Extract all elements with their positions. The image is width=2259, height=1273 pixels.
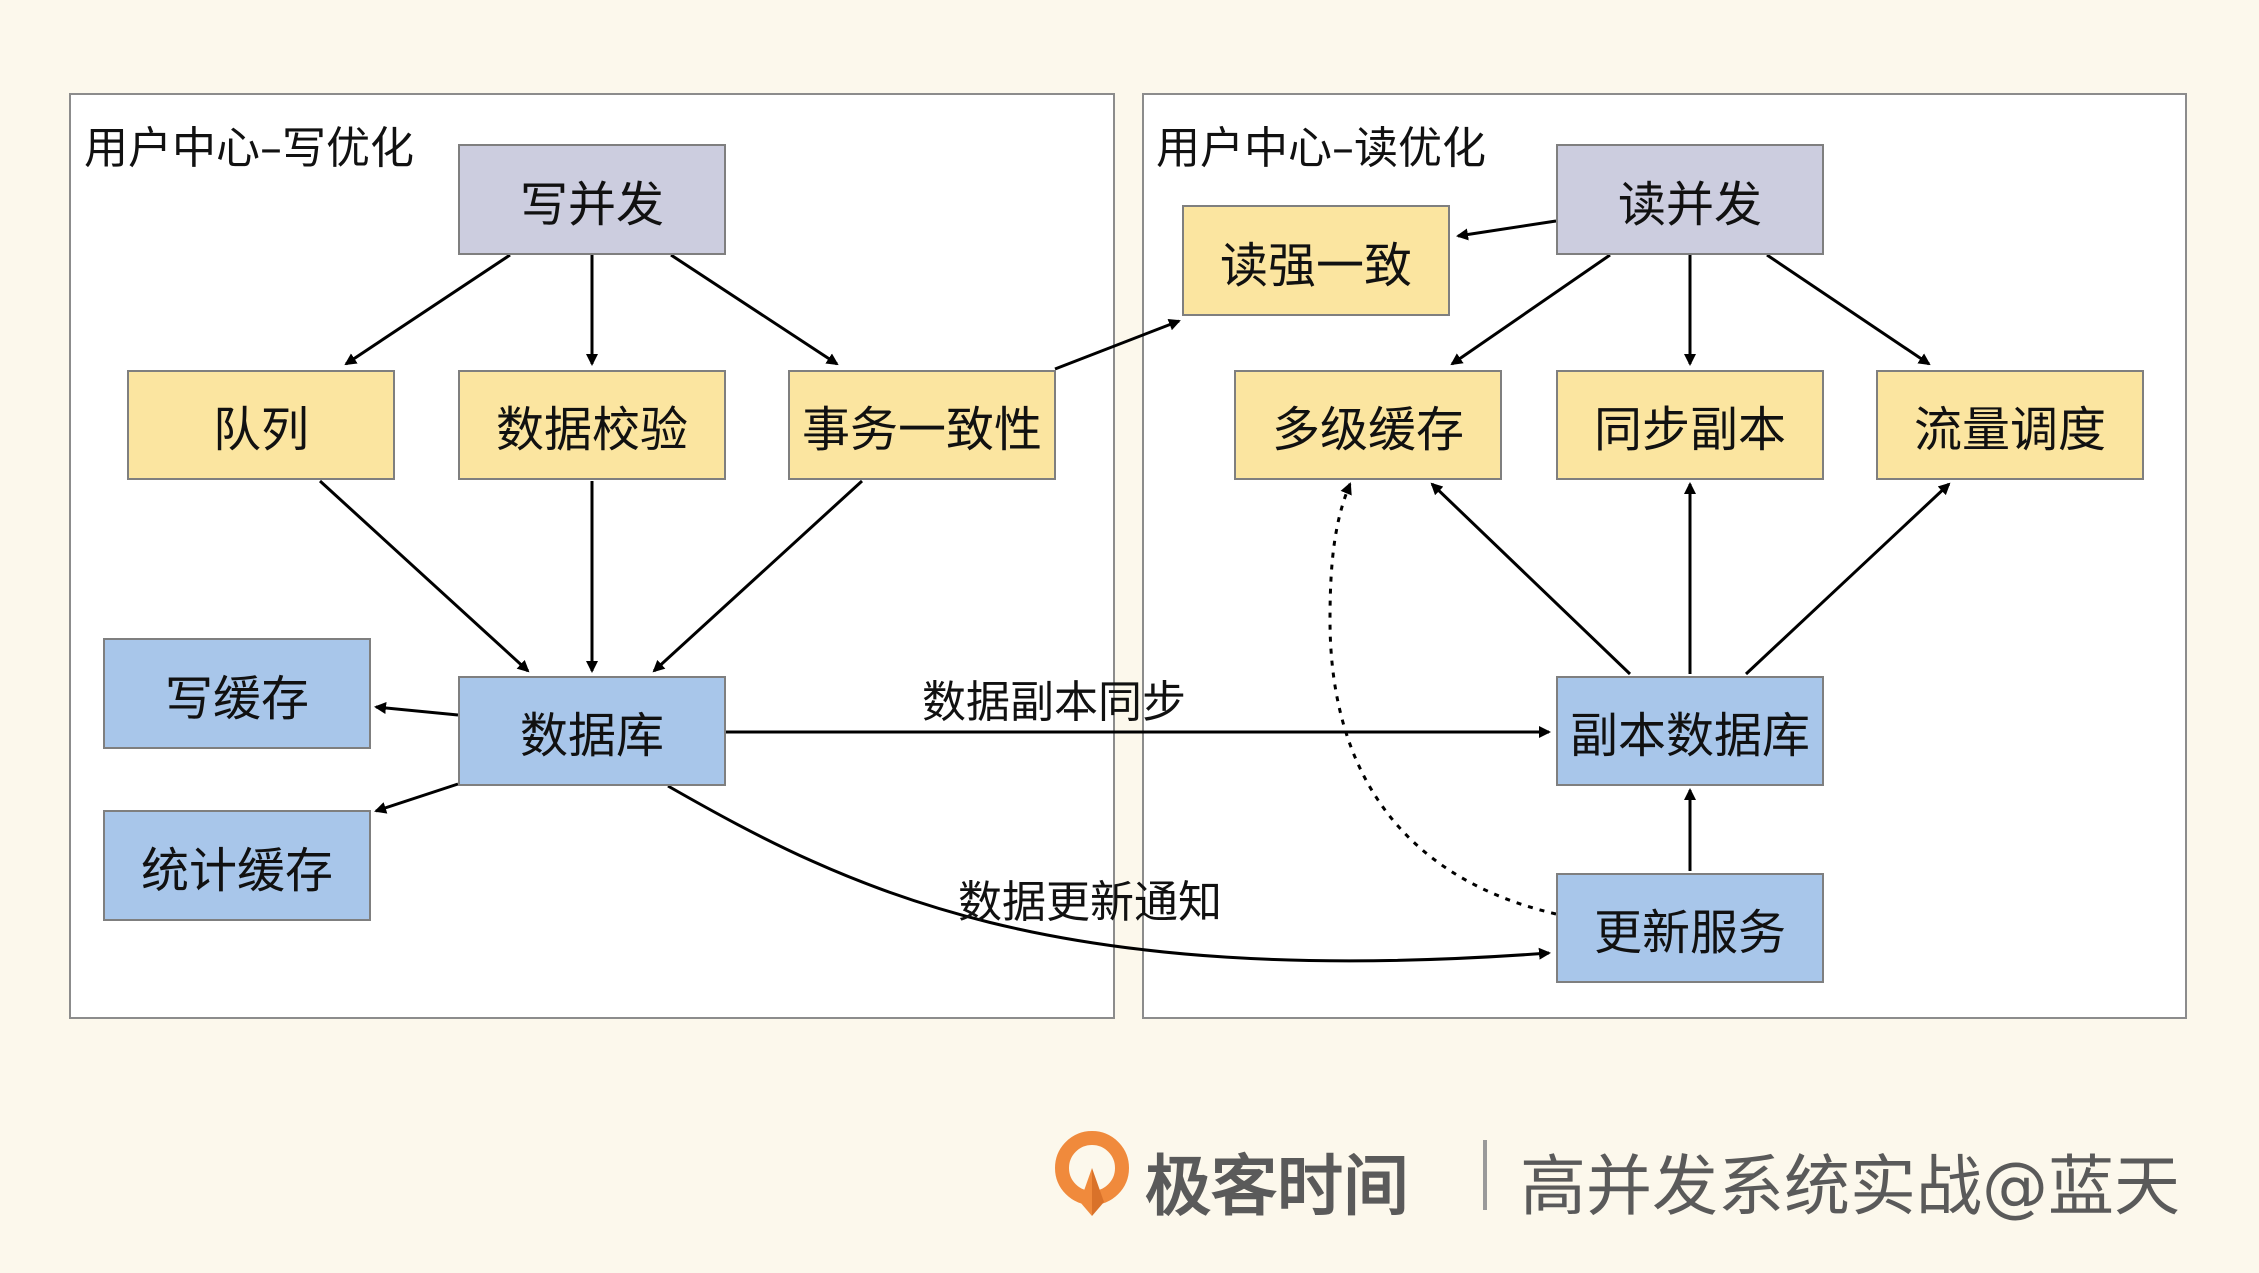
update-notify-label: 数据更新通知	[958, 877, 1222, 928]
sync-replica-node: 同步副本	[1556, 370, 1824, 480]
edge-read-to-strong-consistency	[1456, 219, 1557, 241]
edge-database-to-stats-cache	[374, 782, 459, 814]
footer-separator	[1483, 1140, 1487, 1210]
multilevel-cache-node: 多级缓存	[1234, 370, 1502, 480]
queue-node: 队列	[127, 370, 395, 480]
write-concurrency-node: 写并发	[458, 144, 726, 255]
footer-brand: 极客时间	[1145, 1148, 1409, 1225]
replica-sync-label: 数据副本同步	[922, 677, 1186, 728]
geektime-logo-icon	[1055, 1131, 1129, 1216]
traffic-scheduling-node: 流量调度	[1876, 370, 2144, 480]
edge-read-to-traffic-scheduling	[1766, 253, 1931, 366]
edge-replica-to-traffic-scheduling	[1744, 482, 1951, 676]
read-concurrency-node: 读并发	[1556, 144, 1824, 255]
edge-database-to-write-cache	[374, 701, 459, 717]
write-panel-title: 用户中心–写优化	[84, 123, 414, 174]
read-strong-consistency-node: 读强一致	[1182, 205, 1450, 316]
data-validation-node: 数据校验	[458, 370, 726, 480]
edge-replica-to-multilevel-cache	[1430, 482, 1632, 676]
database-node: 数据库	[458, 676, 726, 786]
replica-database-node: 副本数据库	[1556, 676, 1824, 786]
edge-queue-to-database	[318, 479, 530, 673]
edge-database-to-update-service	[667, 784, 1551, 963]
write-cache-node: 写缓存	[103, 638, 371, 749]
edge-write-to-transaction	[670, 253, 839, 366]
footer-course-title: 高并发系统实战@蓝天	[1520, 1148, 2180, 1225]
stats-cache-node: 统计缓存	[103, 810, 371, 921]
edge-transaction-to-strong-consistency	[1054, 319, 1181, 371]
edge-write-to-queue	[344, 253, 511, 366]
transaction-consistency-node: 事务一致性	[788, 370, 1056, 480]
read-panel-title: 用户中心–读优化	[1156, 123, 1486, 174]
edge-transaction-to-database	[652, 479, 864, 673]
update-service-node: 更新服务	[1556, 873, 1824, 983]
edge-update-service-to-multilevel-cache	[1328, 482, 1557, 916]
edge-read-to-multilevel-cache	[1450, 253, 1611, 366]
